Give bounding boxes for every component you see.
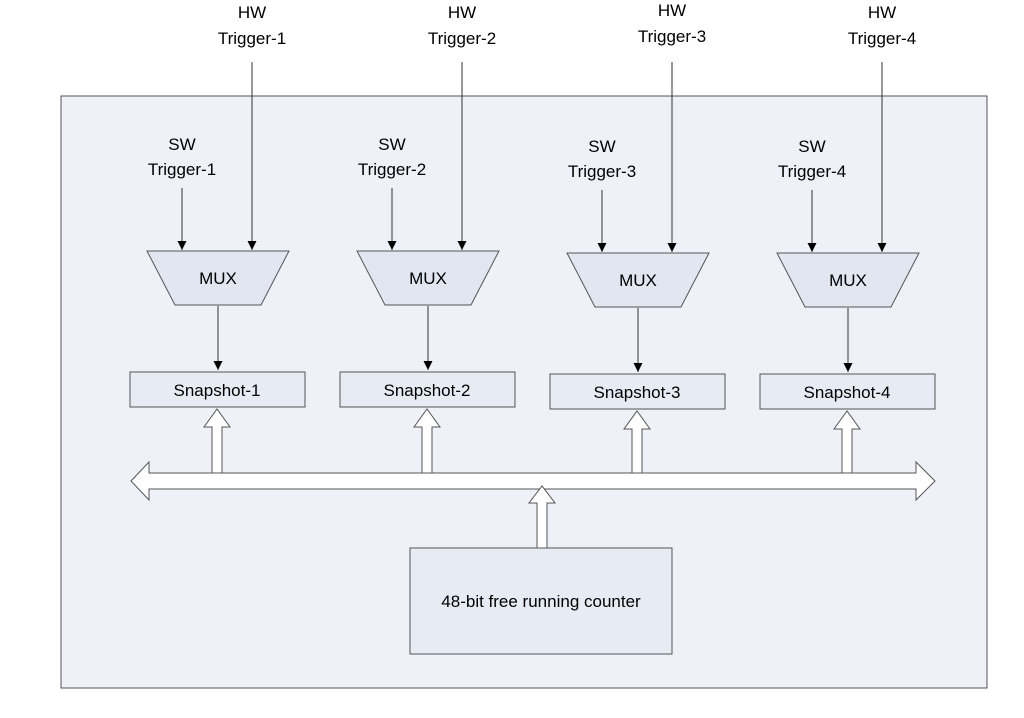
mux-1-label: MUX bbox=[199, 269, 237, 288]
sw-trigger-2-label-line2: Trigger-2 bbox=[358, 160, 426, 179]
mux-2-label: MUX bbox=[409, 269, 447, 288]
sw-trigger-4-label-line1: SW bbox=[798, 137, 825, 156]
mux-1 bbox=[146, 250, 290, 306]
snapshot-2-register bbox=[339, 371, 516, 408]
snapshot-2-label: Snapshot-2 bbox=[384, 381, 471, 400]
bus-to-snapshot-3-arrow bbox=[623, 410, 651, 474]
mux-4-label: MUX bbox=[829, 271, 867, 290]
snapshot-1-register bbox=[129, 371, 306, 408]
hw-trigger-2-label-line1: HW bbox=[448, 3, 476, 22]
hw-trigger-3-label-line1: HW bbox=[658, 1, 686, 20]
mux-2 bbox=[356, 250, 500, 306]
mux-3 bbox=[566, 252, 710, 308]
channel-group: HWTrigger-1SWTrigger-1MUXSnapshot-1HWTri… bbox=[129, 1, 936, 474]
sw-trigger-3-label-line2: Trigger-3 bbox=[568, 162, 636, 181]
bus-to-snapshot-2-arrow bbox=[413, 408, 441, 474]
timestamp-bus bbox=[130, 460, 936, 502]
snapshot-1-label: Snapshot-1 bbox=[174, 381, 261, 400]
hw-trigger-3-label-line2: Trigger-3 bbox=[638, 27, 706, 46]
mux-4 bbox=[776, 252, 920, 308]
hw-trigger-1-label-line2: Trigger-1 bbox=[218, 29, 286, 48]
bus-to-snapshot-1-arrow bbox=[203, 408, 231, 474]
snapshot-3-register bbox=[549, 373, 726, 410]
sw-trigger-3-label-line1: SW bbox=[588, 137, 615, 156]
bus-to-snapshot-4-arrow bbox=[833, 410, 861, 474]
free-running-counter-box bbox=[409, 547, 673, 655]
hw-trigger-1-label-line1: HW bbox=[238, 3, 266, 22]
hw-trigger-4-label-line2: Trigger-4 bbox=[848, 29, 916, 48]
counter-to-bus-arrow bbox=[527, 485, 557, 549]
sw-trigger-4-label-line2: Trigger-4 bbox=[778, 162, 846, 181]
snapshot-4-register bbox=[759, 373, 936, 410]
sw-trigger-2-label-line1: SW bbox=[378, 135, 405, 154]
sw-trigger-1-label-line2: Trigger-1 bbox=[148, 160, 216, 179]
hw-trigger-4-label-line1: HW bbox=[868, 3, 896, 22]
free-running-counter-label: 48-bit free running counter bbox=[441, 592, 641, 611]
snapshot-3-label: Snapshot-3 bbox=[594, 383, 681, 402]
sw-trigger-1-label-line1: SW bbox=[168, 135, 195, 154]
snapshot-4-label: Snapshot-4 bbox=[804, 383, 891, 402]
mux-3-label: MUX bbox=[619, 271, 657, 290]
hw-trigger-2-label-line2: Trigger-2 bbox=[428, 29, 496, 48]
